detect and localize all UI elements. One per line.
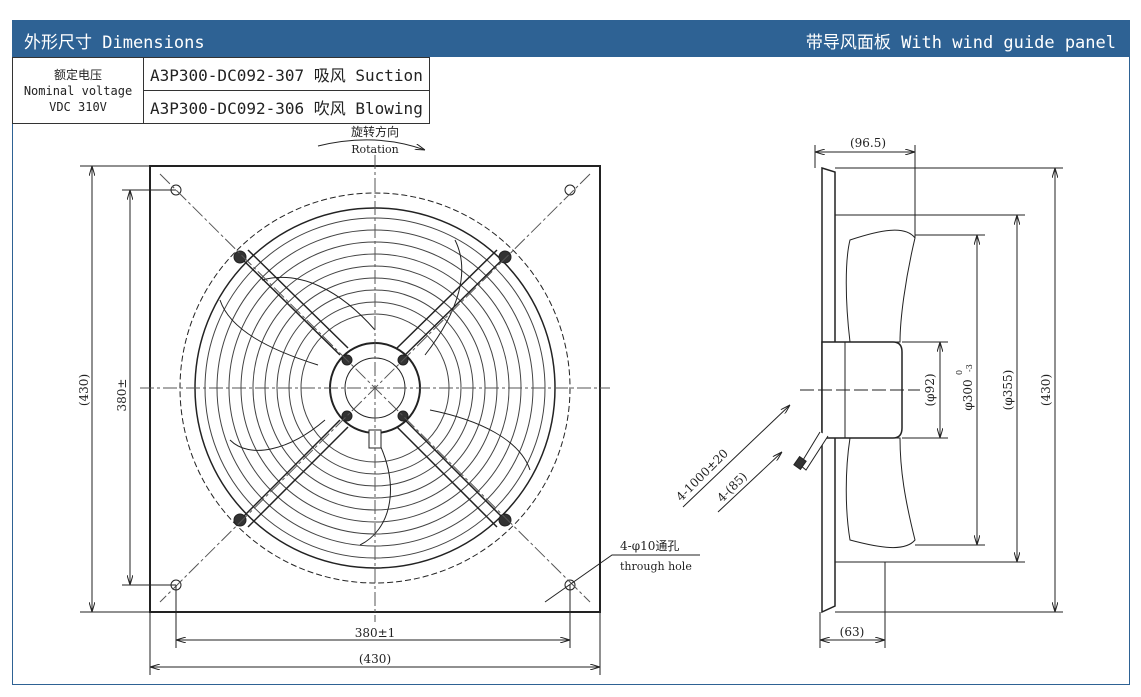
model-suction: A3P300-DC092-307 吸风 Suction [143,57,430,91]
voltage-cn: 额定电压 [53,67,102,82]
dim-impeller-tol-upper: 0 [955,370,964,375]
support-struts [239,249,506,528]
center-lines [140,155,610,622]
hole-note-cn: 4-φ10通孔 [620,539,679,553]
voltage-cell: 额定电压 Nominal voltage VDC 310V [12,57,144,124]
model-blowing: A3P300-DC092-306 吹风 Blowing [143,90,430,124]
impeller-blades [219,239,531,546]
rotation-label-en: Rotation [351,143,399,156]
guard-bolts [233,250,512,527]
hole-leader [544,554,700,603]
rotation-label-cn: 旋转方向 [351,124,399,139]
voltage-en: Nominal voltage [23,83,133,98]
cable-side [799,431,829,471]
side-view: (96.5) (63) (φ92) φ300 0 -3 (φ355) (430)… [673,136,1063,648]
rotation-arrow [317,139,425,150]
dim-impeller-label: φ300 [961,379,975,410]
dim-hub-label: (φ92) [923,373,937,406]
dim-ring-label: (φ355) [1001,370,1015,411]
voltage-value: VDC 310V [49,99,107,114]
hole-note-en: through hole [620,560,692,573]
spec-table: 额定电压 Nominal voltage VDC 310V A3P300-DC0… [12,57,430,124]
dim-height-label: (430) [1039,374,1053,406]
front-view: 旋转方向 Rotation (430) 380± 380±1 (430) 4-φ… [77,124,700,675]
dim-width-outer-label: (430) [359,652,391,666]
dimensions-title: 外形尺寸 Dimensions [24,33,205,53]
dim-impeller-tol-lower: -3 [965,364,974,372]
dim-depth-label: (96.5) [850,136,886,150]
panel-title: 带导风面板 With wind guide panel [805,33,1116,53]
header-bar: 外形尺寸 Dimensions 带导风面板 With wind guide pa… [12,20,1130,57]
guard-ring-side [835,214,885,563]
blade-lower [845,437,916,549]
dim-height-holes-label: 380± [115,379,129,412]
dim-height-outer-label: (430) [77,374,91,406]
dim-width-holes-label: 380±1 [355,626,396,640]
dim-plate-depth-label: (63) [840,625,865,639]
blade-upper [845,229,916,343]
side-plate [821,166,836,614]
